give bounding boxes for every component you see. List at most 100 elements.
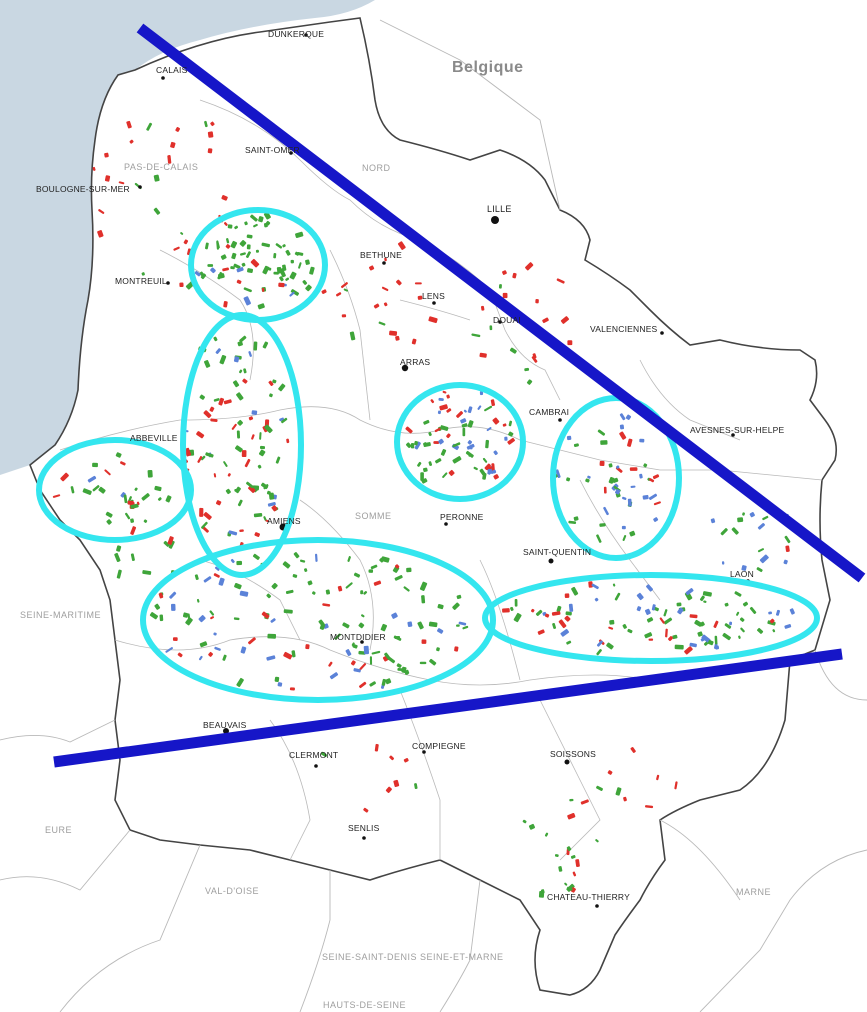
observation-marker bbox=[622, 535, 627, 542]
observation-marker bbox=[417, 295, 423, 300]
external-borders bbox=[0, 19, 867, 1012]
observation-marker bbox=[542, 317, 549, 324]
observation-marker bbox=[248, 485, 256, 493]
observation-marker bbox=[477, 405, 482, 410]
observation-marker bbox=[393, 779, 400, 787]
observation-marker bbox=[715, 645, 720, 650]
observation-marker bbox=[509, 347, 517, 354]
observation-marker bbox=[302, 280, 308, 285]
observation-marker bbox=[98, 486, 106, 494]
observation-marker bbox=[456, 411, 464, 418]
observation-marker bbox=[552, 623, 557, 629]
observation-marker bbox=[197, 456, 203, 463]
observation-marker bbox=[153, 207, 161, 215]
observation-marker bbox=[757, 548, 764, 553]
observation-marker bbox=[141, 493, 150, 501]
observation-marker bbox=[123, 494, 128, 504]
observation-marker bbox=[554, 854, 559, 857]
observation-marker bbox=[203, 410, 212, 419]
observation-marker bbox=[233, 356, 240, 363]
observation-marker bbox=[282, 244, 286, 248]
observation-marker bbox=[268, 380, 274, 386]
observation-marker bbox=[242, 378, 248, 384]
observation-marker bbox=[213, 473, 217, 478]
city-dot bbox=[564, 759, 570, 765]
observation-marker bbox=[644, 608, 651, 615]
observation-marker bbox=[318, 619, 325, 627]
observation-marker bbox=[627, 628, 633, 634]
observation-marker bbox=[486, 427, 492, 432]
observation-marker bbox=[467, 406, 473, 414]
observation-marker bbox=[724, 623, 732, 629]
observation-marker bbox=[172, 637, 178, 641]
observation-marker bbox=[405, 442, 412, 448]
observation-marker bbox=[263, 516, 267, 521]
observation-marker bbox=[653, 517, 659, 522]
observation-marker bbox=[130, 526, 137, 535]
observation-marker bbox=[353, 572, 361, 578]
observation-marker bbox=[149, 612, 159, 620]
observation-marker bbox=[349, 331, 356, 341]
observation-marker bbox=[165, 495, 172, 503]
observation-marker bbox=[345, 649, 352, 656]
observation-marker bbox=[659, 617, 665, 624]
observation-marker bbox=[630, 747, 636, 753]
observation-marker bbox=[587, 475, 591, 479]
observation-marker bbox=[246, 234, 253, 239]
city-label-boulogne-sur-mer: BOULOGNE-SUR-MER bbox=[36, 184, 130, 194]
observation-marker bbox=[298, 262, 302, 269]
observation-marker bbox=[104, 152, 109, 158]
observation-marker bbox=[502, 270, 507, 275]
observation-marker bbox=[239, 240, 247, 247]
observation-marker bbox=[343, 288, 349, 292]
observation-marker bbox=[423, 419, 430, 425]
observation-marker bbox=[430, 399, 435, 404]
highlight-ellipses bbox=[36, 207, 820, 703]
city-label-bethune: BETHUNE bbox=[360, 250, 403, 260]
observation-marker bbox=[707, 640, 714, 646]
observation-marker bbox=[283, 609, 293, 614]
observation-marker bbox=[648, 493, 658, 500]
observation-marker bbox=[252, 553, 260, 560]
observation-marker bbox=[168, 540, 175, 549]
city-dot bbox=[422, 750, 426, 754]
city-dot bbox=[401, 364, 409, 372]
observation-marker bbox=[568, 520, 577, 524]
observation-marker bbox=[320, 751, 328, 758]
observation-marker bbox=[394, 575, 403, 581]
observation-marker bbox=[141, 272, 145, 276]
observation-marker bbox=[60, 472, 69, 482]
observation-marker bbox=[785, 545, 790, 552]
observation-marker bbox=[259, 445, 266, 450]
northeast-boundary-line bbox=[136, 23, 866, 583]
observation-marker bbox=[599, 523, 606, 527]
observation-marker bbox=[397, 667, 405, 672]
observation-marker bbox=[296, 251, 304, 256]
observation-marker bbox=[222, 267, 229, 272]
observation-marker bbox=[672, 634, 678, 640]
observation-marker bbox=[378, 321, 386, 326]
observation-marker bbox=[564, 593, 570, 599]
observation-marker bbox=[389, 330, 398, 336]
observation-marker bbox=[247, 268, 254, 273]
observation-marker bbox=[729, 621, 733, 626]
observation-marker bbox=[227, 473, 231, 477]
observation-marker bbox=[484, 405, 493, 412]
observation-marker bbox=[625, 414, 632, 420]
city-label-beauvais: BEAUVAIS bbox=[203, 720, 247, 730]
observation-marker bbox=[146, 122, 153, 131]
observation-marker bbox=[567, 340, 573, 346]
observation-marker bbox=[644, 632, 653, 639]
observation-marker bbox=[340, 282, 348, 289]
observation-marker bbox=[342, 622, 350, 629]
observation-marker bbox=[622, 496, 627, 500]
observation-marker bbox=[315, 553, 318, 562]
observation-marker bbox=[262, 341, 269, 349]
observation-marker bbox=[454, 646, 459, 652]
observation-marker bbox=[198, 615, 206, 623]
observation-marker bbox=[129, 139, 134, 144]
observation-marker bbox=[410, 443, 415, 449]
observation-marker bbox=[639, 473, 643, 479]
